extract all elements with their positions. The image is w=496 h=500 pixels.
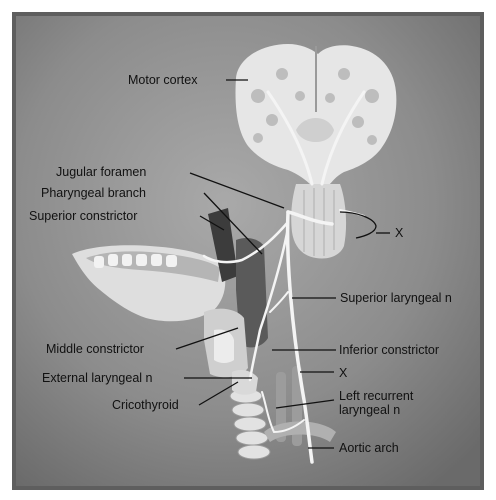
jaw-profile	[72, 245, 226, 322]
pharynx-larynx	[204, 208, 271, 460]
label-external-laryngeal-nerve: External laryngeal n	[42, 371, 153, 385]
label-vagus-x-lower: X	[339, 366, 348, 380]
label-superior-constrictor: Superior constrictor	[29, 209, 137, 223]
label-jugular-foramen: Jugular foramen	[56, 165, 146, 179]
label-aortic-arch: Aortic arch	[339, 441, 399, 455]
label-left-recurrent-laryngeal-line2: laryngeal n	[339, 403, 400, 417]
label-motor-cortex: Motor cortex	[128, 73, 198, 87]
corticobulbar-tracts	[266, 90, 366, 186]
label-superior-laryngeal-nerve: Superior laryngeal n	[340, 291, 452, 305]
label-vagus-x-upper: X	[395, 226, 404, 240]
label-cricothyroid: Cricothyroid	[112, 398, 179, 412]
brain-coronal-section	[235, 44, 397, 186]
vagus-nerve	[202, 209, 365, 464]
label-left-recurrent-laryngeal-line1: Left recurrent	[339, 389, 414, 403]
label-pharyngeal-branch: Pharyngeal branch	[41, 186, 146, 200]
label-middle-constrictor: Middle constrictor	[46, 342, 144, 356]
leader-lines	[175, 79, 390, 449]
label-inferior-constrictor: Inferior constrictor	[339, 343, 439, 357]
